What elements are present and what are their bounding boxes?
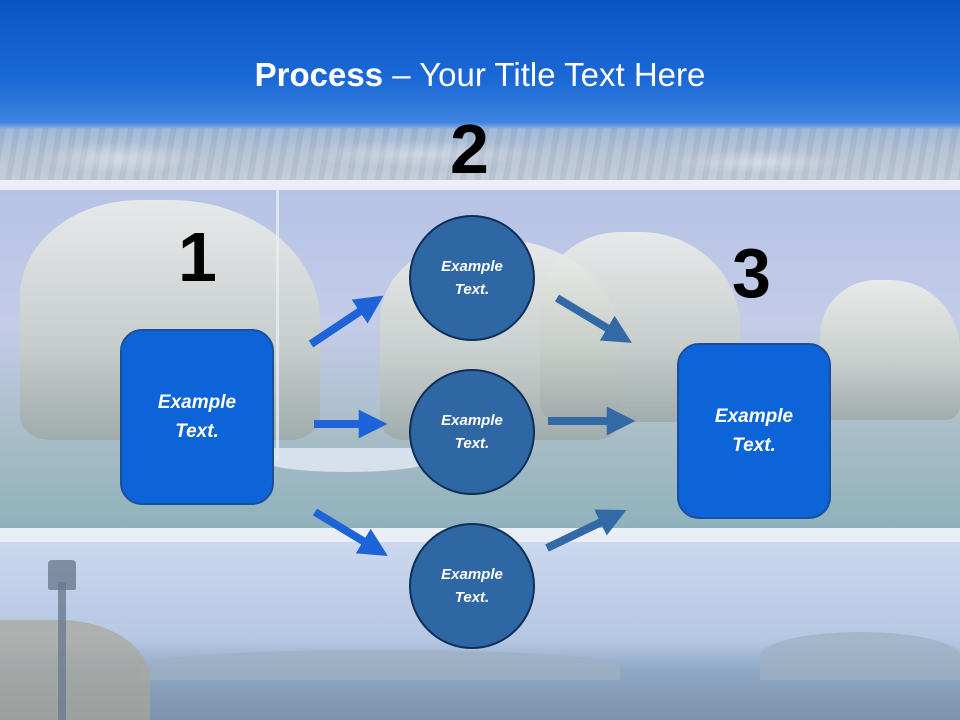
step-box-3-text: Example Text.	[714, 406, 794, 456]
arrow-converge-down-icon	[554, 294, 632, 343]
step-circle-top: Example Text.	[409, 215, 535, 341]
lamp-post	[58, 582, 66, 720]
divider-top	[0, 180, 960, 190]
arrow-right-down-icon	[312, 508, 388, 556]
step-circle-bottom: Example Text.	[409, 523, 535, 649]
step-box-3: Example Text.	[677, 343, 831, 519]
distant-island	[760, 632, 960, 680]
sailboat-mast	[276, 190, 279, 460]
arrow-right-up-icon	[308, 295, 384, 348]
step-box-1: Example Text.	[120, 329, 274, 505]
circle-top-text: Example Text.	[441, 258, 503, 298]
slide-title: Process – Your Title Text Here	[0, 56, 960, 94]
arrow-converge-up-icon	[545, 509, 627, 552]
step-number-3: 3	[732, 234, 771, 312]
lamp-icon	[48, 560, 76, 590]
step-box-1-text: Example Text.	[157, 392, 237, 442]
title-band	[0, 0, 960, 180]
step-circle-middle: Example Text.	[409, 369, 535, 495]
title-rest: – Your Title Text Here	[383, 56, 706, 93]
rocky-shore-texture	[0, 128, 960, 180]
circle-bottom-text: Example Text.	[441, 566, 503, 606]
cliff-far-right	[820, 280, 960, 420]
step-number-2: 2	[450, 110, 489, 188]
step-number-1: 1	[178, 218, 217, 296]
title-bold: Process	[254, 56, 384, 93]
sailboat-hull	[262, 448, 432, 472]
circle-middle-text: Example Text.	[441, 412, 503, 452]
distant-hills	[140, 650, 620, 680]
